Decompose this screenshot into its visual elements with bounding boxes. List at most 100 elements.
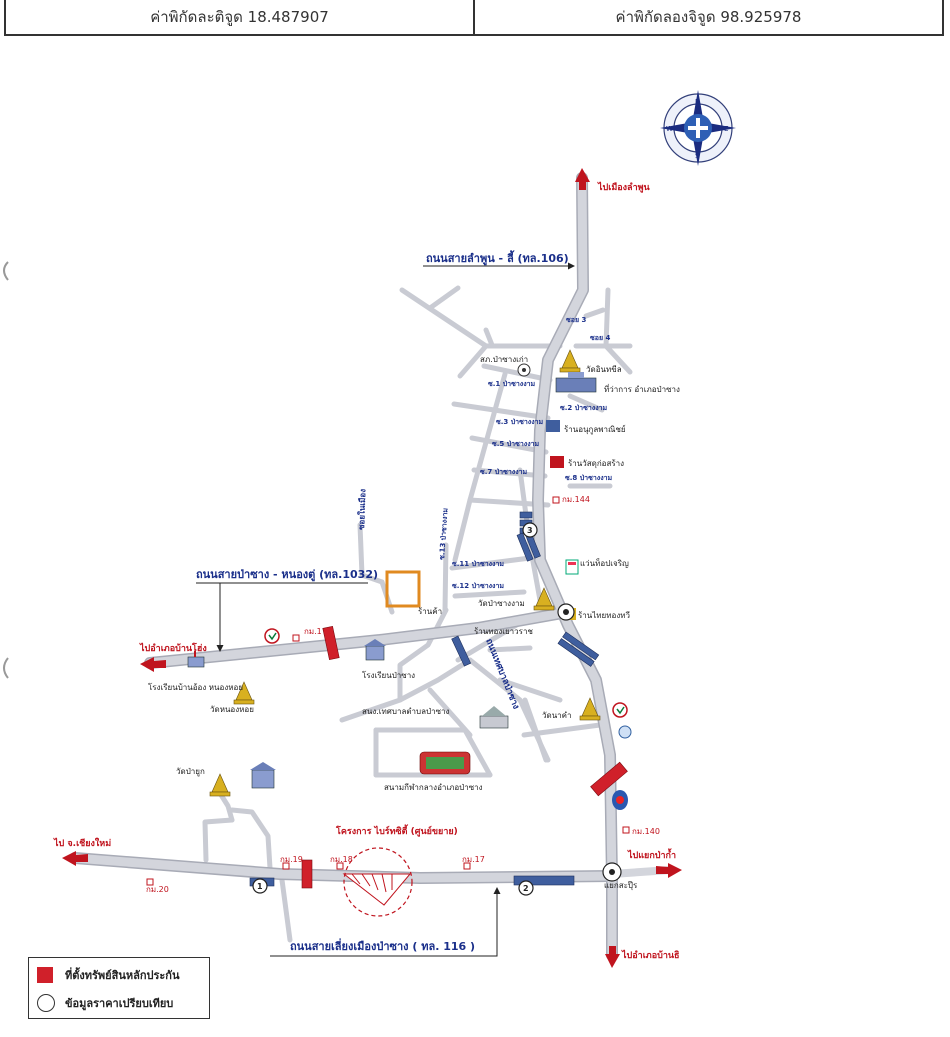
label-wat-nakham: วัดนาคำ	[542, 711, 572, 720]
svg-text:2: 2	[523, 884, 529, 893]
km-marker-icon-20	[146, 878, 154, 886]
soi-label-1: ซ.1 ป่าซางงาม	[488, 380, 536, 388]
comparison-building-center	[451, 635, 472, 667]
soi-label-11: ซ.11 ป่าซางงาม	[452, 560, 504, 568]
label-wat-pasang-ngam: วัดป่าซางงาม	[478, 599, 525, 608]
comparison-marker-1: 1	[252, 878, 268, 894]
temple-icon-pasang-ngam	[533, 587, 555, 611]
collateral-marker-bypass	[301, 859, 313, 889]
label-gold-shop: ร้านทองเยาวราช	[474, 627, 533, 636]
shop-icon-wat	[550, 456, 564, 468]
legend-collateral-swatch	[37, 967, 53, 983]
district-office-icon	[555, 372, 597, 393]
label-km140: กม.140	[632, 827, 660, 836]
soi-label-7: ซ.7 ป่าซางงาม	[480, 468, 528, 476]
collateral-marker-pasang-nongtu	[322, 625, 340, 661]
temple-icon-nakham	[579, 697, 601, 721]
soi-label-13: ซ.13 ป่าซางงาม	[438, 507, 450, 560]
traffic-light-icon-south	[602, 862, 622, 882]
road-label-bypass: ถนนสายเลี่ยงเมืองป่าซาง ( ทล. 116 )	[290, 938, 475, 953]
label-district-office: ที่ว่าการ อำเภอป่าซาง	[604, 383, 680, 394]
label-km17: กม.17	[462, 855, 485, 864]
label-wat-nong-hoi: วัดหนองหอย	[210, 705, 254, 714]
compass-south: S	[695, 152, 700, 160]
label-wat-shop: ร้านวัสดุก่อสร้าง	[568, 459, 624, 468]
temple-icon-inthakhin	[559, 349, 581, 373]
label-bunyaphan: ร้านอนุกูลพาณิชย์	[564, 424, 626, 435]
comparison-markers: 1 2 3	[252, 522, 538, 896]
legend-comparison-label: ข้อมูลราคาเปรียบเทียบ	[65, 997, 174, 1010]
project-area: โครงการ ไบร์ทซิตี้ (ศูนย์ขยาย)	[335, 824, 458, 917]
direction-to-chiangmai: ไป จ.เชียงใหม่	[53, 837, 111, 849]
soi-labels: ซ.1 ป่าซางงาม ซ.2 ป่าซางงาม ซ.3 ป่าซางงา…	[438, 316, 613, 590]
traffic-light-icon-center	[557, 603, 575, 621]
longitude-label: ค่าพิกัดลองจิจูด 98.925978	[473, 0, 942, 34]
label-shop: ร้านค้า	[418, 607, 442, 616]
label-thai-shop: ร้านไทยทองทวี	[578, 611, 630, 620]
direction-labels: ไปเมืองลำพูน ไปอำเภอบ้านโฮ่ง ไป จ.เชียงใ…	[53, 181, 680, 961]
km-marker-icon-144	[552, 496, 560, 504]
bank-icon-3	[618, 725, 632, 739]
orange-block	[385, 570, 421, 608]
temple-icon-nong-hoi	[233, 681, 255, 705]
svg-text:3: 3	[527, 526, 533, 535]
compass-north: N	[695, 98, 700, 106]
km-marker-icon-1	[292, 634, 300, 642]
soi-label-4: ซอย 4	[590, 334, 610, 342]
label-intersection: แยกสะปุ๊ร	[604, 880, 638, 890]
label-municipal: สนง.เทศบาลตำบลป่าซาง	[362, 707, 450, 716]
km-marker-icon-17	[463, 862, 471, 870]
latitude-label: ค่าพิกัดละติจูด 18.487907	[150, 8, 329, 26]
temple-icon-pa-yuk	[209, 773, 231, 797]
label-km1: กม.1	[304, 627, 322, 636]
label-wat-inthakhin: วัดอินทขีล	[586, 365, 622, 374]
label-stadium: สนามกีฬากลางอำเภอป่าซาง	[384, 783, 483, 792]
traffic-light-icons	[557, 603, 622, 882]
bank-icon-2	[612, 702, 628, 718]
road-label-pasang-nongtu: ถนนสายป่าซาง - หนองตู่ (ทล.1032)	[196, 568, 378, 582]
soi-label-8: ซ.8 ป่าซางงาม	[565, 474, 613, 482]
soi-label-3b: ซอย 3	[566, 316, 586, 324]
km-marker-icon-18	[336, 862, 344, 870]
legend-comparison-swatch	[37, 994, 55, 1012]
shop-icon-7eleven	[565, 559, 579, 575]
collateral-marker-lamphun-road	[590, 761, 628, 797]
comparison-marker-3: 3	[522, 522, 538, 538]
soi-label-2: ซ.2 ป่าซางงาม	[560, 404, 608, 412]
building-icons	[187, 363, 597, 789]
temple-icons	[209, 349, 601, 797]
label-old-police: สภ.ป่าซางเก่า	[480, 355, 528, 364]
map-legend: ที่ตั้งทรัพย์สินหลักประกัน ข้อมูลราคาเปร…	[28, 957, 210, 1019]
shop-icon-bunyaphan	[546, 420, 560, 432]
collateral-markers	[301, 625, 628, 889]
compass-east: E	[724, 125, 728, 133]
label-wat-pa-yuk: วัดป่ายูก	[176, 767, 205, 777]
municipal-office-icon	[479, 706, 509, 729]
label-km20: กม.20	[146, 885, 169, 894]
label-km19: กม.19	[280, 855, 303, 864]
police-icon-old	[517, 363, 531, 377]
comparison-building-se	[513, 875, 575, 886]
comparison-building-east	[557, 631, 600, 667]
direction-to-ban-thi: ไปอำเภอบ้านธิ	[621, 949, 680, 961]
label-school-ban-on: โรงเรียนบ้านอ้อง หนองหอย	[148, 682, 243, 692]
gas-station-icon	[612, 790, 628, 810]
svg-text:1: 1	[257, 882, 263, 891]
legend-comparison: ข้อมูลราคาเปรียบเทียบ	[37, 994, 173, 1012]
direction-arrows	[62, 168, 682, 968]
label-km144: กม.144	[562, 495, 590, 504]
place-labels: วัดอินทขีล ที่ว่าการ อำเภอป่าซาง สภ.ป่าซ…	[146, 355, 680, 894]
soi-label-5: ซ.5 ป่าซางงาม	[492, 440, 540, 448]
coordinate-header: ค่าพิกัดละติจูด 18.487907 ค่าพิกัดลองจิจ…	[4, 0, 944, 36]
km-marker-icons	[146, 496, 630, 886]
road-label-soi-side: ซอยในเมือง	[356, 489, 367, 530]
compass-west: W	[666, 125, 673, 133]
km-marker-icon-19	[282, 862, 290, 870]
soi-label-12: ซ.12 ป่าซางงาม	[452, 582, 504, 590]
legend-collateral-label: ที่ตั้งทรัพย์สินหลักประกัน	[65, 969, 180, 982]
project-label: โครงการ ไบร์ทซิตี้ (ศูนย์ขยาย)	[335, 824, 458, 837]
bank-icon-1	[264, 628, 280, 644]
km-marker-icon-140	[622, 826, 630, 834]
school-icon-pa-yuk	[250, 762, 276, 789]
